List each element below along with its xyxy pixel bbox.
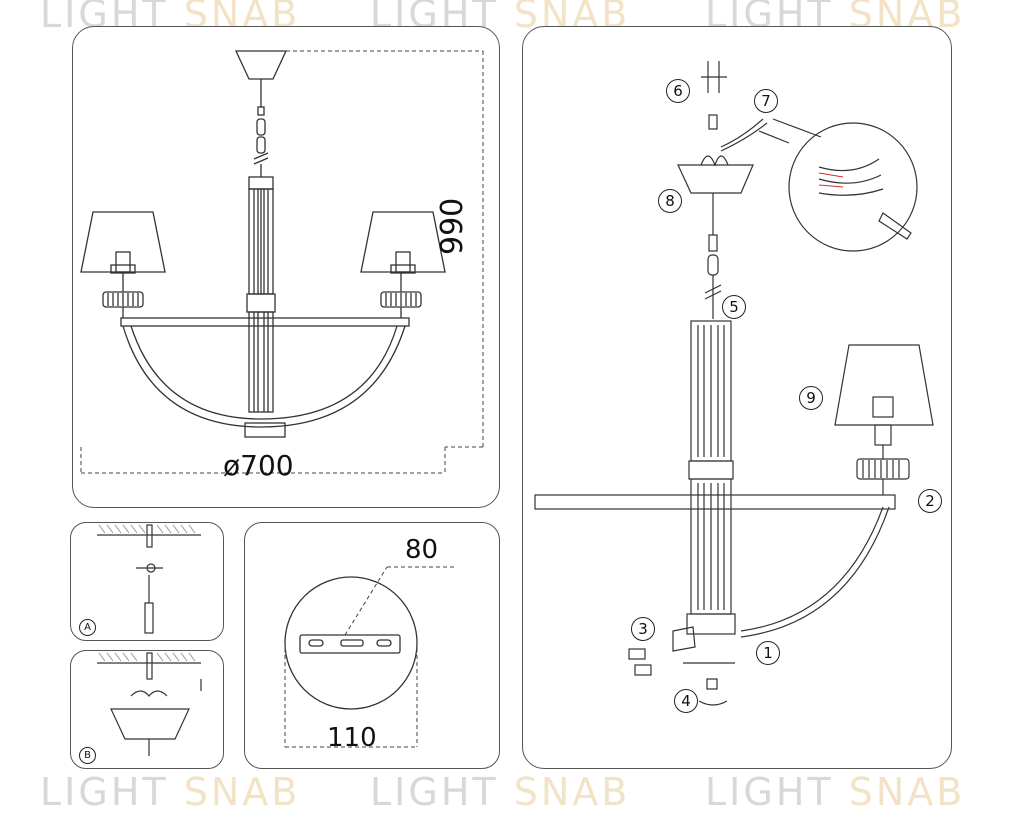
step-a-panel: A xyxy=(70,522,224,641)
part-label-3: 3 xyxy=(631,617,655,641)
step-b-marker: B xyxy=(79,747,96,764)
step-b-panel: B xyxy=(70,650,224,769)
watermark: LIGHT SNAB xyxy=(370,770,631,814)
assembly-panel: 6 7 8 5 9 2 3 1 4 xyxy=(522,26,952,769)
part-label-6: 6 xyxy=(666,79,690,103)
height-dimension-label: 990 xyxy=(435,197,470,255)
part-label-1: 1 xyxy=(756,641,780,665)
part-label-4: 4 xyxy=(674,689,698,713)
exploded-assembly-drawing xyxy=(534,61,934,706)
overview-panel: 990 ø700 xyxy=(72,26,500,508)
part-label-9: 9 xyxy=(799,386,823,410)
part-label-8: 8 xyxy=(658,189,682,213)
mount-box-panel: 80 110 xyxy=(244,522,500,769)
part-label-5: 5 xyxy=(722,295,746,319)
part-label-2: 2 xyxy=(918,489,942,513)
mount-plate-drawing xyxy=(284,566,457,748)
watermark: LIGHT SNAB xyxy=(705,770,966,814)
watermark: LIGHT SNAB xyxy=(40,770,301,814)
canopy-mount-drawing xyxy=(97,652,202,756)
ceiling-bracket-drawing xyxy=(97,524,201,634)
mount-width-label: 110 xyxy=(327,723,377,753)
part-label-7: 7 xyxy=(754,89,778,113)
chandelier-overview-drawing xyxy=(80,50,484,474)
step-a-marker: A xyxy=(79,619,96,636)
diameter-dimension-label: ø700 xyxy=(223,449,294,482)
mount-depth-label: 80 xyxy=(405,535,439,565)
